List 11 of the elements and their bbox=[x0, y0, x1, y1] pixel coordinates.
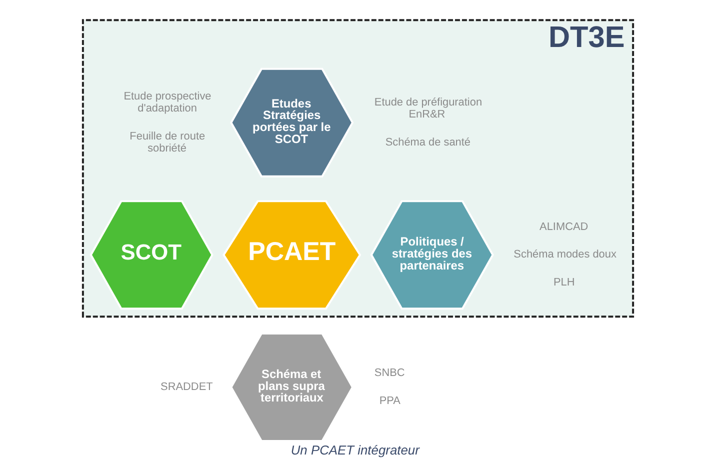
node-label: ALIMCAD bbox=[540, 220, 588, 233]
node-label: PPA bbox=[379, 394, 400, 407]
caption: Un PCAET intégrateur bbox=[290, 442, 420, 458]
node-label: PLH bbox=[553, 276, 575, 289]
node-label: SNBC bbox=[374, 367, 405, 380]
node-label: SRADDET bbox=[160, 381, 213, 394]
node-label: Schéma modes doux bbox=[514, 248, 616, 261]
node-label: Schéma de santé bbox=[385, 136, 470, 148]
node-label: Feuille de route sobriété bbox=[130, 130, 206, 154]
node-label: Etude de préfiguration EnR&R bbox=[374, 96, 482, 120]
node-label: Etude prospective d'adaptation bbox=[124, 90, 212, 114]
